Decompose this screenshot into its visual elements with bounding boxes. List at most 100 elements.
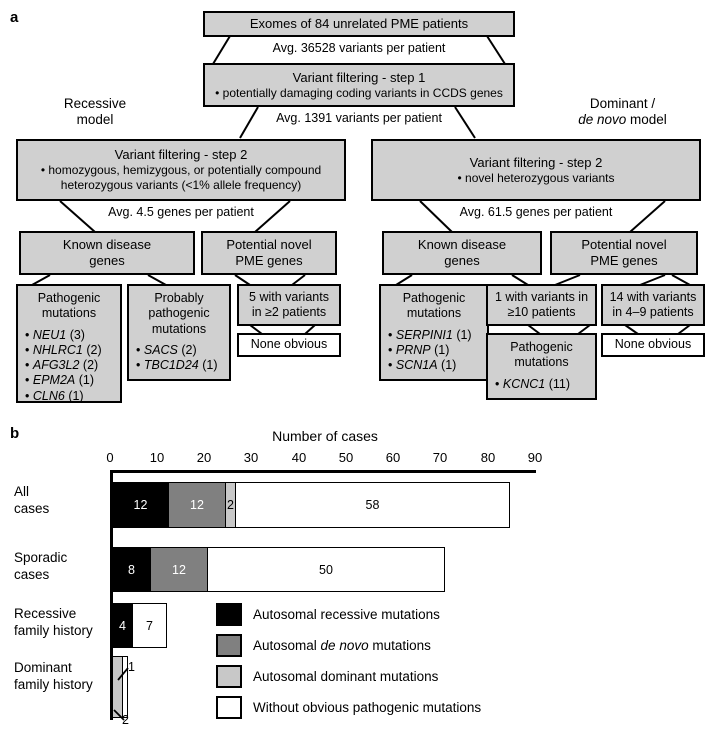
flow-box-right-step2: Variant filtering - step 2 • novel heter… bbox=[371, 139, 701, 201]
bar-segment-recessive: 8 bbox=[112, 547, 151, 592]
left-novel-counts-line1: 5 with variants bbox=[249, 289, 329, 304]
left-probably-header-2: pathogenic bbox=[148, 306, 210, 321]
xtick-40: 40 bbox=[291, 450, 307, 465]
legend-swatch-recessive bbox=[216, 603, 242, 626]
cat-label-sporadic-cases: Sporadic cases bbox=[14, 550, 68, 582]
flow-box-left-novel-genes: Potential novel PME genes bbox=[201, 231, 337, 275]
x-axis-line bbox=[110, 470, 536, 473]
bar-segment-without bbox=[122, 656, 128, 718]
flow-box-right-step2-bullet: • novel heterozygous variants bbox=[457, 170, 615, 185]
xtick-20: 20 bbox=[196, 450, 212, 465]
xtick-0: 0 bbox=[106, 450, 114, 465]
flow-box-step1-title: Variant filtering - step 1 bbox=[292, 69, 426, 85]
recessive-model-label: Recessive model bbox=[10, 96, 180, 128]
dominant-model-label-line2: de novo model bbox=[540, 112, 705, 128]
legend-item-dominant: Autosomal dominant mutations bbox=[216, 665, 438, 688]
flow-box-left-none-obvious: None obvious bbox=[237, 333, 341, 357]
list-item: • AFG3L2 (2) bbox=[25, 358, 99, 372]
flow-box-left-novel-counts: 5 with variants in ≥2 patients bbox=[237, 284, 341, 326]
list-item: • NHLRC1 (2) bbox=[25, 342, 102, 357]
right-group-b-line2: in 4–9 patients bbox=[612, 305, 694, 319]
flow-box-right-novel-genes: Potential novel PME genes bbox=[550, 231, 698, 275]
recessive-model-label-line2: model bbox=[76, 112, 114, 128]
bar-segment-without: 50 bbox=[207, 547, 445, 592]
right-group-a-line2: ≥10 patients bbox=[507, 305, 576, 319]
left-pathogenic-header-2: mutations bbox=[41, 306, 97, 321]
bar-callout-leaders bbox=[113, 667, 129, 721]
right-known-genes-line2: genes bbox=[444, 253, 480, 268]
xtick-80: 80 bbox=[480, 450, 496, 465]
flow-box-right-novel-group-b: 14 with variants in 4–9 patients bbox=[601, 284, 705, 326]
list-item: • KCNC1 (11) bbox=[495, 376, 571, 391]
list-item: • CLN6 (1) bbox=[25, 388, 84, 403]
legend-label-recessive: Autosomal recessive mutations bbox=[253, 607, 440, 622]
legend-label-dominant: Autosomal dominant mutations bbox=[253, 669, 439, 684]
right-pathogenic-header-2: mutations bbox=[406, 306, 462, 321]
list-item: • SERPINI1 (1) bbox=[388, 327, 472, 342]
cat-label-recessive-family-history: Recessive family history bbox=[14, 606, 93, 638]
bar-segment-denovo: 12 bbox=[168, 482, 226, 528]
flow-box-right-novel-group-a: 1 with variants in ≥10 patients bbox=[486, 284, 597, 326]
list-item: • TBC1D24 (1) bbox=[136, 358, 218, 372]
panel-a-label: a bbox=[10, 9, 19, 26]
flow-box-root: Exomes of 84 unrelated PME patients bbox=[203, 11, 515, 37]
bar-dominant-family-history bbox=[112, 656, 152, 718]
dominant-model-label-rest: model bbox=[626, 112, 667, 128]
left-novel-genes-line2: PME genes bbox=[235, 253, 303, 268]
list-item: • NEU1 (3) bbox=[25, 327, 85, 342]
cat-label-dominant-family-history: Dominant family history bbox=[14, 660, 93, 692]
flow-box-right-group-b-result: None obvious bbox=[601, 333, 705, 357]
right-group-a-line1: 1 with variants in bbox=[494, 289, 589, 304]
right-group-a-result-header-1: Pathogenic bbox=[510, 340, 573, 354]
dominant-model-label-line1: Dominant / bbox=[589, 96, 656, 111]
flow-box-step1-bullet: • potentially damaging coding variants i… bbox=[215, 85, 503, 100]
list-item: • PRNP (1) bbox=[388, 342, 450, 357]
bar-callout-dominant-2: 2 bbox=[122, 713, 129, 727]
legend-label-denovo: Autosomal de novo mutations bbox=[253, 638, 431, 653]
flow-box-left-step2-bullet-2: heterozygous variants (<1% allele freque… bbox=[60, 177, 302, 192]
right-group-b-line1: 14 with variants bbox=[609, 289, 697, 304]
left-probably-header-3: mutations bbox=[151, 321, 207, 336]
left-novel-genes-line1: Potential novel bbox=[226, 237, 312, 253]
flow-box-root-text: Exomes of 84 unrelated PME patients bbox=[249, 16, 469, 32]
xtick-10: 10 bbox=[149, 450, 165, 465]
flow-box-left-pathogenic: Pathogenic mutations • NEU1 (3) • NHLRC1… bbox=[16, 284, 122, 403]
bar-segment-denovo: 12 bbox=[150, 547, 208, 592]
right-group-a-result-header-2: mutations bbox=[514, 355, 569, 370]
list-item: • SCN1A (1) bbox=[388, 358, 457, 372]
left-pathogenic-header-1: Pathogenic bbox=[37, 291, 101, 305]
edge-label-root-step1: Avg. 36528 variants per patient bbox=[272, 41, 446, 55]
bar-callout-dominant-1: 1 bbox=[128, 660, 135, 674]
bar-chart: Number of cases 0 10 20 30 40 50 60 70 8… bbox=[0, 420, 711, 727]
left-none-obvious-text: None obvious bbox=[250, 337, 328, 352]
bar-sporadic-cases: 8 12 50 bbox=[112, 547, 452, 592]
cat-label-all-cases: All cases bbox=[14, 484, 50, 516]
list-item: • EPM2A (1) bbox=[25, 373, 95, 388]
legend-item-recessive: Autosomal recessive mutations bbox=[216, 603, 440, 626]
flow-box-left-step2-title: Variant filtering - step 2 bbox=[114, 147, 248, 163]
legend-swatch-without bbox=[216, 696, 242, 719]
xtick-60: 60 bbox=[385, 450, 401, 465]
flow-box-right-pathogenic: Pathogenic mutations • SERPINI1 (1) • PR… bbox=[379, 284, 489, 381]
xtick-30: 30 bbox=[243, 450, 259, 465]
flow-box-step1: Variant filtering - step 1 • potentially… bbox=[203, 63, 515, 107]
left-probably-header-1: Probably bbox=[154, 291, 204, 305]
edge-label-right-genes: Avg. 61.5 genes per patient bbox=[459, 205, 613, 219]
legend-item-without: Without obvious pathogenic mutations bbox=[216, 696, 481, 719]
flow-box-right-group-a-result: Pathogenic mutations • KCNC1 (11) bbox=[486, 333, 597, 400]
flow-box-left-known-genes: Known disease genes bbox=[19, 231, 195, 275]
legend-swatch-denovo bbox=[216, 634, 242, 657]
chart-title: Number of cases bbox=[272, 428, 378, 444]
xtick-50: 50 bbox=[338, 450, 354, 465]
list-item: • SACS (2) bbox=[136, 342, 197, 357]
legend-item-denovo: Autosomal de novo mutations bbox=[216, 634, 431, 657]
flow-box-left-probably-pathogenic: Probably pathogenic mutations • SACS (2)… bbox=[127, 284, 231, 381]
flow-box-left-step2-bullet-1: • homozygous, hemizygous, or potentially… bbox=[40, 163, 322, 178]
right-pathogenic-header-1: Pathogenic bbox=[402, 291, 466, 305]
bar-segment-recessive: 4 bbox=[112, 603, 133, 648]
left-novel-counts-line2: in ≥2 patients bbox=[251, 305, 327, 319]
right-novel-genes-line1: Potential novel bbox=[581, 237, 667, 253]
panel-b-label: b bbox=[10, 425, 20, 442]
dominant-model-label: Dominant / de novo model bbox=[540, 96, 705, 128]
